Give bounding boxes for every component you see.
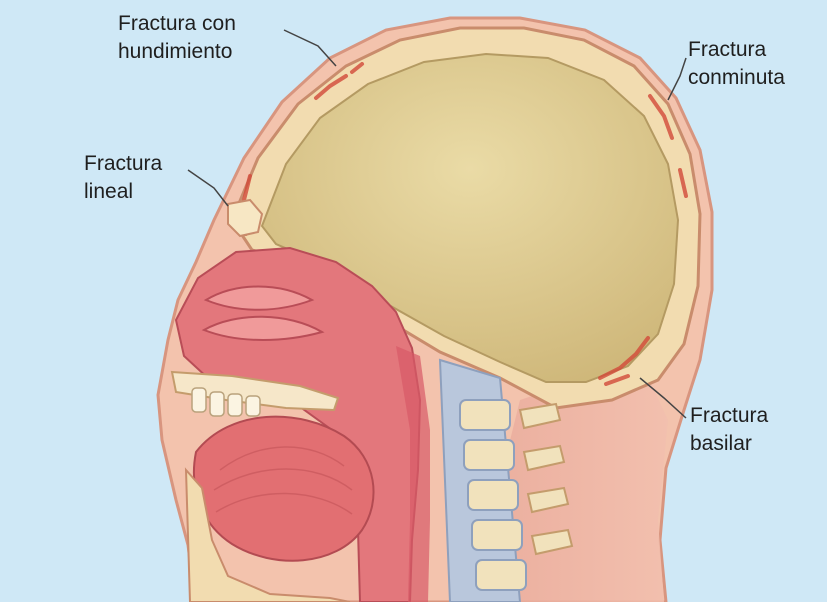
label-depressed-line2: hundimiento — [118, 38, 236, 66]
label-comminuted-line1: Fractura — [688, 36, 785, 64]
label-linear-fracture: Fractura lineal — [84, 150, 162, 206]
label-linear-line1: Fractura — [84, 150, 162, 178]
label-comminuted-fracture: Fractura conminuta — [688, 36, 785, 92]
label-depressed-line1: Fractura con — [118, 10, 236, 38]
label-basilar-line2: basilar — [690, 430, 768, 458]
label-basilar-line1: Fractura — [690, 402, 768, 430]
label-comminuted-line2: conminuta — [688, 64, 785, 92]
label-depressed-fracture: Fractura con hundimiento — [118, 10, 236, 66]
label-linear-line2: lineal — [84, 178, 162, 206]
label-basilar-fracture: Fractura basilar — [690, 402, 768, 458]
